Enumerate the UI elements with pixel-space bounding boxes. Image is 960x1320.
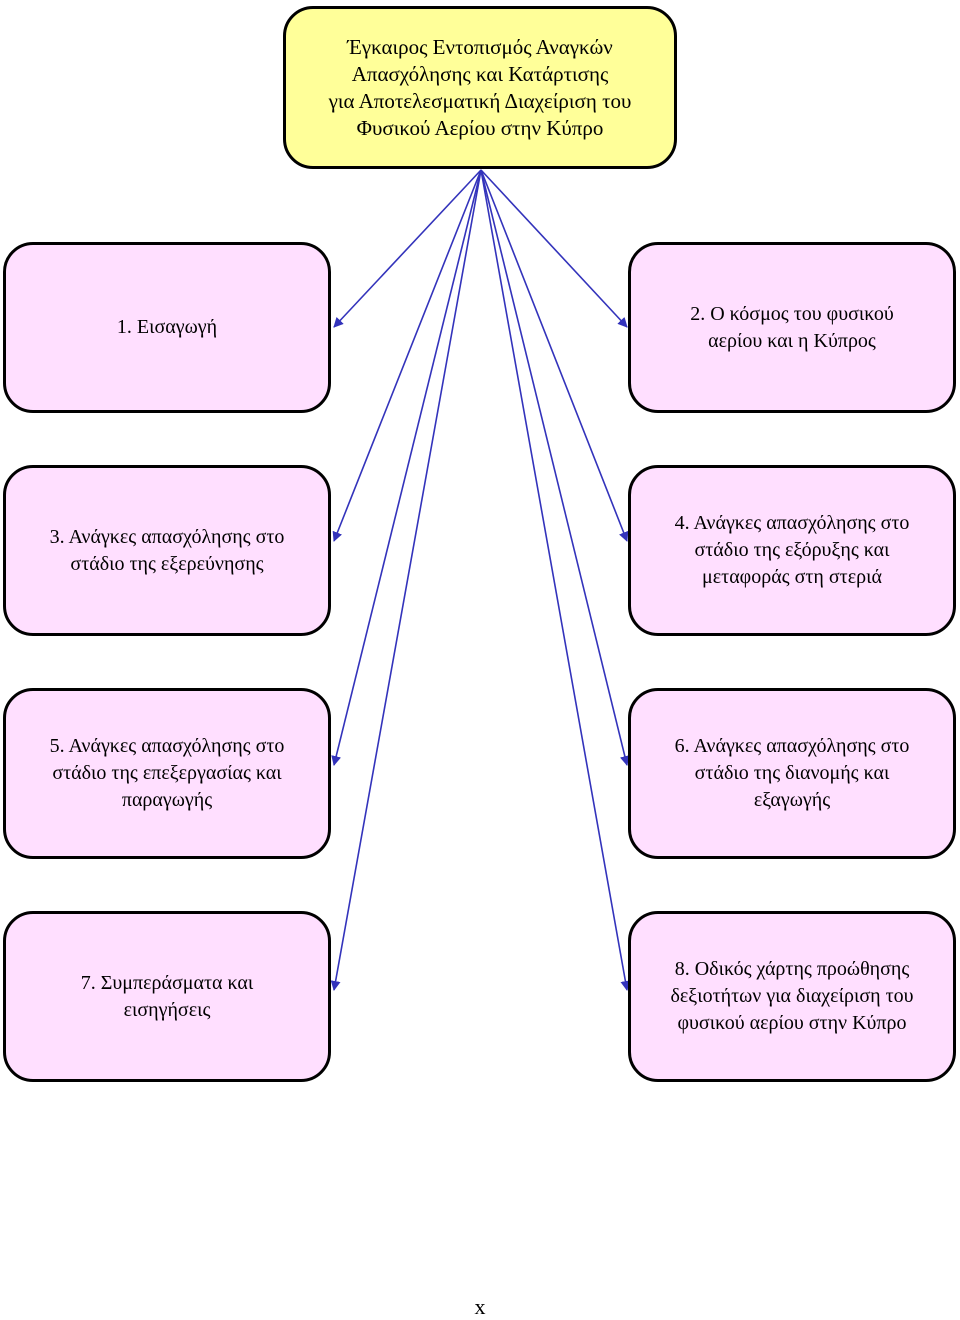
connector-arrow-n1 <box>333 169 482 328</box>
connector-arrow-n6 <box>480 169 630 766</box>
node-label: 2. Ο κόσμος του φυσικού αερίου και η Κύπ… <box>690 302 894 352</box>
node-7-conclusions: 7. Συμπεράσματα και εισηγήσεις <box>3 911 331 1082</box>
connector-arrow-n2 <box>480 169 628 328</box>
node-1-introduction: 1. Εισαγωγή <box>3 242 331 413</box>
node-label: 6. Ανάγκες απασχόλησης στο στάδιο της δι… <box>674 735 910 811</box>
root-node-label: Έγκαιρος Εντοπισμός Αναγκών Απασχόλησης … <box>328 34 632 140</box>
node-label: 5. Ανάγκες απασχόλησης στο στάδιο της επ… <box>49 735 285 811</box>
page-footer-mark: x <box>474 1294 486 1319</box>
node-label: 8. Οδικός χάρτης προώθησης δεξιοτήτων γι… <box>670 958 914 1034</box>
connector-arrow-n8 <box>480 169 631 991</box>
root-node: Έγκαιρος Εντοπισμός Αναγκών Απασχόλησης … <box>283 6 677 169</box>
connector-arrow-n3 <box>332 169 482 542</box>
node-5-processing-production: 5. Ανάγκες απασχόλησης στο στάδιο της επ… <box>3 688 331 859</box>
connector-arrow-n5 <box>331 169 482 766</box>
connector-arrow-n7 <box>330 169 482 991</box>
node-2-natural-gas-world: 2. Ο κόσμος του φυσικού αερίου και η Κύπ… <box>628 242 956 413</box>
connector-arrow-n4 <box>480 169 629 542</box>
node-label: 1. Εισαγωγή <box>116 316 218 338</box>
node-3-exploration: 3. Ανάγκες απασχόλησης στο στάδιο της εξ… <box>3 465 331 636</box>
node-6-distribution-export: 6. Ανάγκες απασχόλησης στο στάδιο της δι… <box>628 688 956 859</box>
node-label: 4. Ανάγκες απασχόλησης στο στάδιο της εξ… <box>674 512 910 588</box>
node-label: 7. Συμπεράσματα και εισηγήσεις <box>80 971 254 1021</box>
node-4-extraction-transport: 4. Ανάγκες απασχόλησης στο στάδιο της εξ… <box>628 465 956 636</box>
node-label: 3. Ανάγκες απασχόλησης στο στάδιο της εξ… <box>49 525 285 575</box>
node-8-roadmap: 8. Οδικός χάρτης προώθησης δεξιοτήτων γι… <box>628 911 956 1082</box>
